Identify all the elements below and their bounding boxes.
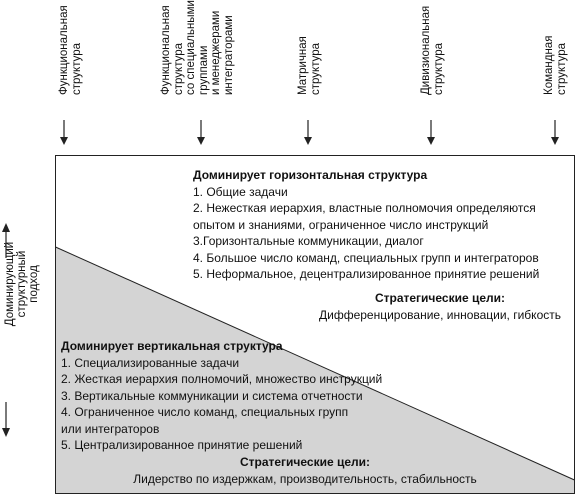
label-line: со специальными	[185, 0, 197, 95]
arrow-down-icon	[60, 120, 68, 145]
top-label-matrix: Матричная структура	[297, 36, 322, 95]
top-label-divisional: Дивизиональная структура	[420, 6, 445, 95]
label-line: интеграторами	[222, 15, 235, 95]
arrow-down-icon	[304, 120, 312, 145]
goals-text: Дифференцирование, инновации, гибкость	[319, 307, 561, 322]
structure-diagram: Доминирует горизонтальная структура 1. О…	[55, 155, 575, 494]
diagram-background	[55, 155, 575, 494]
goals-title: Стратегические цели:	[239, 455, 371, 469]
vertical-structure-block: Доминирует вертикальная структура 1. Спе…	[61, 338, 382, 454]
arrow-down-icon	[551, 120, 559, 145]
label-line: структурный	[16, 250, 28, 318]
horizontal-structure-block: Доминирует горизонтальная структура 1. О…	[193, 167, 539, 283]
label-line: Матричная	[297, 36, 309, 95]
label-line: группами	[197, 45, 210, 95]
list-item: 5. Централизированное принятие решений	[61, 438, 303, 452]
vertical-goals: Стратегические цели: Лидерство по издерж…	[85, 454, 525, 487]
list-item: 2. Жесткая иерархия полномочий, множеств…	[61, 372, 383, 386]
label-line: структура	[70, 42, 83, 95]
list-item: 5. Неформальное, децентрализированное пр…	[193, 267, 540, 281]
label-line: Функциональная	[58, 5, 70, 95]
list-item: 4. Большое число команд, специальных гру…	[193, 250, 539, 265]
list-item: 3. Вертикальные коммуникации и система о…	[61, 388, 363, 403]
list-item: 4. Ограниченное число команд, специальны…	[61, 405, 349, 419]
diagonal-divider	[55, 246, 575, 481]
top-label-functional-special: Функциональная структура со специальными…	[160, 0, 235, 95]
label-line: Доминирующий	[4, 241, 16, 327]
double-arrow-icon	[2, 223, 10, 437]
horizontal-goals: Стратегические цели: Дифференцирование, …	[300, 290, 580, 323]
label-line: Командная	[543, 35, 555, 95]
label-line: структура	[432, 42, 445, 95]
horizontal-title: Доминирует горизонтальная структура	[193, 168, 428, 182]
label-line: Функциональная	[160, 5, 172, 95]
label-line: структура	[172, 42, 185, 95]
arrow-down-icon	[197, 120, 205, 145]
label-line: структура	[309, 42, 322, 95]
arrow-down-icon	[427, 120, 435, 145]
list-item: 1. Специализированные задачи	[61, 355, 240, 370]
list-item: опытом и знаниями, ограниченное число ин…	[193, 217, 489, 232]
top-label-functional: Функциональная структура	[58, 5, 83, 95]
vertical-title: Доминирует вертикальная структура	[61, 339, 283, 353]
label-line: подход	[28, 265, 40, 303]
top-label-team: Командная структура	[543, 36, 568, 95]
goals-text: Лидерство по издержкам, производительнос…	[133, 471, 477, 486]
label-line: Дивизиональная	[420, 5, 432, 95]
dominant-approach-label: Доминирующий структурный подход	[4, 224, 40, 344]
list-item: 3.Горизонтальные коммуникации, диалог	[193, 234, 424, 248]
list-item: 1. Общие задачи	[193, 184, 288, 199]
label-line: и менеджерами	[210, 10, 222, 95]
list-item: 2. Нежесткая иерархия, властные полномоч…	[193, 201, 536, 215]
list-item: или интеграторов	[61, 421, 160, 436]
vertical-zone	[55, 247, 575, 494]
goals-title: Стратегические цели:	[374, 291, 506, 305]
label-line: структура	[555, 42, 568, 95]
